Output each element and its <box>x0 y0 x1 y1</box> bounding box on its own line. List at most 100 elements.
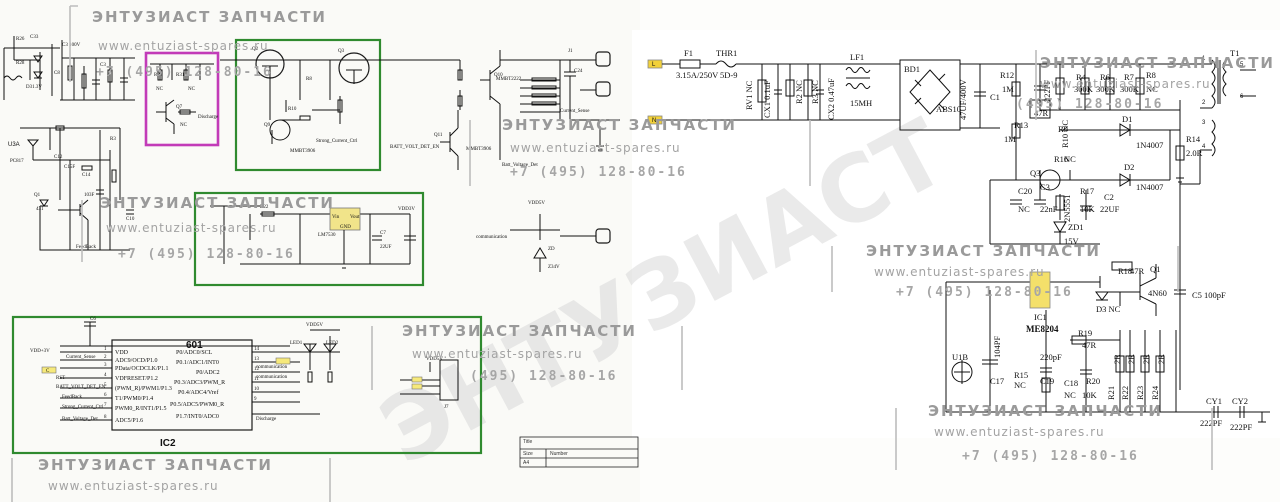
svg-text:C7: C7 <box>380 231 386 236</box>
startup-section: R16 NC Q3 2N5551 D2 1N4007 C20 NC C3 22n… <box>989 130 1171 246</box>
svg-text:8: 8 <box>104 415 107 420</box>
svg-text:VDFRESET/P1.2: VDFRESET/P1.2 <box>115 376 158 382</box>
svg-text:R9: R9 <box>1058 124 1068 134</box>
svg-text:MMBT2222: MMBT2222 <box>496 77 522 82</box>
svg-text:15V: 15V <box>1064 236 1080 246</box>
watermark-stamp-center-bottom: ЭНТУЗИАСТ ЗАПЧАСТИ www.entuziast-spares.… <box>371 322 683 390</box>
svg-text:THR1: THR1 <box>716 48 737 58</box>
svg-text:15MH: 15MH <box>850 98 872 108</box>
svg-text:C24: C24 <box>574 69 583 74</box>
svg-text:P0.4/ADC4/Vref: P0.4/ADC4/Vref <box>178 389 218 396</box>
svg-text:(PWM_R)/PWM1/P1.3: (PWM_R)/PWM1/P1.3 <box>115 385 172 392</box>
connector-section: VDD5V J7 <box>400 357 459 410</box>
svg-text:ЭНТУЗИАСТ ЗАПЧАСТИ: ЭНТУЗИАСТ ЗАПЧАСТИ <box>402 322 637 340</box>
svg-text:P0/ADC0/SCL: P0/ADC0/SCL <box>176 350 213 356</box>
svg-text:4N60: 4N60 <box>1148 288 1167 298</box>
svg-text:+7 (495) 128-80-16: +7 (495) 128-80-16 <box>896 285 1073 300</box>
svg-text:VDD5V: VDD5V <box>528 201 545 206</box>
watermark-stamp-bottom-left: ЭНТУЗИАСТ ЗАПЧАСТИ www.entuziast-spares.… <box>11 456 331 502</box>
svg-text:2R: 2R <box>1112 354 1122 364</box>
svg-text:MMBT3906: MMBT3906 <box>290 149 316 154</box>
svg-text:NC: NC <box>1064 390 1076 400</box>
svg-text:T1: T1 <box>1230 48 1239 58</box>
svg-text:ABS10: ABS10 <box>936 104 961 114</box>
svg-text:(495) 128-80-16: (495) 128-80-16 <box>1016 97 1163 112</box>
svg-text:R16: R16 <box>1054 154 1068 164</box>
svg-text:C12: C12 <box>54 155 63 160</box>
svg-text:1: 1 <box>1202 56 1206 62</box>
watermark-stamp-left-middle: ЭНТУЗИАСТ ЗАПЧАСТИ www.entuziast-spares.… <box>81 194 333 262</box>
svg-text:www.entuziast-spares.ru: www.entuziast-spares.ru <box>1040 77 1211 91</box>
svg-text:F1: F1 <box>684 48 693 58</box>
ic2-left-pins: VDD ADC9/OCD/P1.0 PData/OCDCLK/P1.1 VDFR… <box>60 347 172 424</box>
svg-text:Strong_Current_Ctrl: Strong_Current_Ctrl <box>62 405 104 410</box>
svg-text:R24: R24 <box>1150 385 1160 400</box>
svg-text:2: 2 <box>1202 100 1206 106</box>
svg-text:10K: 10K <box>1080 204 1096 214</box>
svg-text:LF1: LF1 <box>850 52 864 62</box>
svg-text:NC: NC <box>188 87 196 92</box>
svg-text:2N5551: 2N5551 <box>1062 195 1072 222</box>
svg-text:P0.3/ADC3/PWM_R: P0.3/ADC3/PWM_R <box>174 380 225 386</box>
svg-text:NC: NC <box>1014 380 1026 390</box>
svg-text:PC817: PC817 <box>10 159 24 164</box>
svg-text:R30: R30 <box>154 73 163 78</box>
title-block: Title Size Number A4 <box>519 436 639 468</box>
svg-text:5: 5 <box>104 383 107 388</box>
svg-text:ME8204: ME8204 <box>1026 324 1059 334</box>
svg-text:R8: R8 <box>1146 70 1156 80</box>
left-schematic-panel <box>0 0 640 502</box>
svg-text:R31: R31 <box>176 73 185 78</box>
svg-text:3.15A/250V: 3.15A/250V <box>676 70 719 80</box>
svg-text:NC: NC <box>1064 154 1076 164</box>
svg-text:communication: communication <box>256 365 288 370</box>
svg-text:47R: 47R <box>1130 266 1145 276</box>
svg-text:NC: NC <box>1018 204 1030 214</box>
svg-text:R12: R12 <box>1000 70 1014 80</box>
svg-text:C20: C20 <box>1018 186 1032 196</box>
svg-text:IC1: IC1 <box>1034 312 1047 322</box>
common-mode-choke: LF1 15MH <box>845 52 872 108</box>
ac-input-section: L N F1 3.15A/250V THR1 5D-9 RV1 NC CX1 0… <box>647 48 900 125</box>
watermark-stamp-right-middle: ЭНТУЗИАСТ ЗАПЧАСТИ www.entuziast-spares.… <box>831 242 1179 300</box>
svg-text:12: 12 <box>254 367 260 372</box>
svg-text:www.entuziast-spares.ru: www.entuziast-spares.ru <box>98 39 269 53</box>
svg-text:C5 100pF: C5 100pF <box>1192 290 1226 300</box>
svg-text:www.entuziast-spares.ru: www.entuziast-spares.ru <box>412 347 583 361</box>
svg-text:Q1: Q1 <box>34 193 41 198</box>
svg-text:C: C <box>46 369 50 374</box>
svg-text:Q3: Q3 <box>1030 168 1040 178</box>
svg-text:ЭНТУЗИАСТ ЗАПЧАСТИ: ЭНТУЗИАСТ ЗАПЧАСТИ <box>928 402 1163 420</box>
svg-text:L: L <box>652 62 656 68</box>
svg-text:Batt_Voltage_Det: Batt_Voltage_Det <box>502 163 538 168</box>
svg-text:ЭНТУЗИАСТ ЗАПЧАСТИ: ЭНТУЗИАСТ ЗАПЧАСТИ <box>866 242 1101 260</box>
right-schematic-panel <box>632 30 1280 438</box>
svg-text:NC: NC <box>156 87 164 92</box>
svg-text:J7: J7 <box>444 405 449 410</box>
svg-text:3: 3 <box>1202 120 1206 126</box>
svg-text:Q11: Q11 <box>434 133 443 138</box>
svg-text:MMBT3906: MMBT3906 <box>466 147 492 152</box>
led-section: LED1 LED2 VDD5V <box>290 323 340 415</box>
svg-text:C14: C14 <box>82 173 91 178</box>
svg-text:NC: NC <box>1146 84 1158 94</box>
snubber-section: R12 1M 222PF R4 300K R6 300K R7 300K R8 … <box>1000 64 1180 170</box>
svg-text:7: 7 <box>104 403 107 408</box>
svg-text:R3 NC: R3 NC <box>810 80 820 104</box>
svg-text:222PF: 222PF <box>1230 422 1252 432</box>
svg-text:R20: R20 <box>1086 376 1100 386</box>
svg-text:R10 NC: R10 NC <box>1060 120 1070 148</box>
voltage-detect-section: Q10 MMBT2222 Q11 MMBT3906 BATT_VOLT_DET_… <box>390 49 620 170</box>
svg-text:U1B: U1B <box>952 352 968 362</box>
svg-text:Q3: Q3 <box>338 49 345 54</box>
svg-text:P0/ADC2: P0/ADC2 <box>196 370 220 376</box>
ic2-right-nets: communication communication Discharge <box>256 357 291 422</box>
svg-text:ЭНТУЗИАСТ ЗАПЧАСТИ: ЭНТУЗИАСТ ЗАПЧАСТИ <box>38 456 273 474</box>
svg-text:R10: R10 <box>288 107 297 112</box>
svg-text:C3 100V: C3 100V <box>62 43 81 48</box>
svg-text:D31.3V: D31.3V <box>26 85 42 90</box>
svg-text:6: 6 <box>1240 94 1244 100</box>
svg-text:R4: R4 <box>1076 72 1087 82</box>
svg-text:ЭНТУЗИАСТ ЗАПЧАСТИ: ЭНТУЗИАСТ ЗАПЧАСТИ <box>502 116 737 134</box>
